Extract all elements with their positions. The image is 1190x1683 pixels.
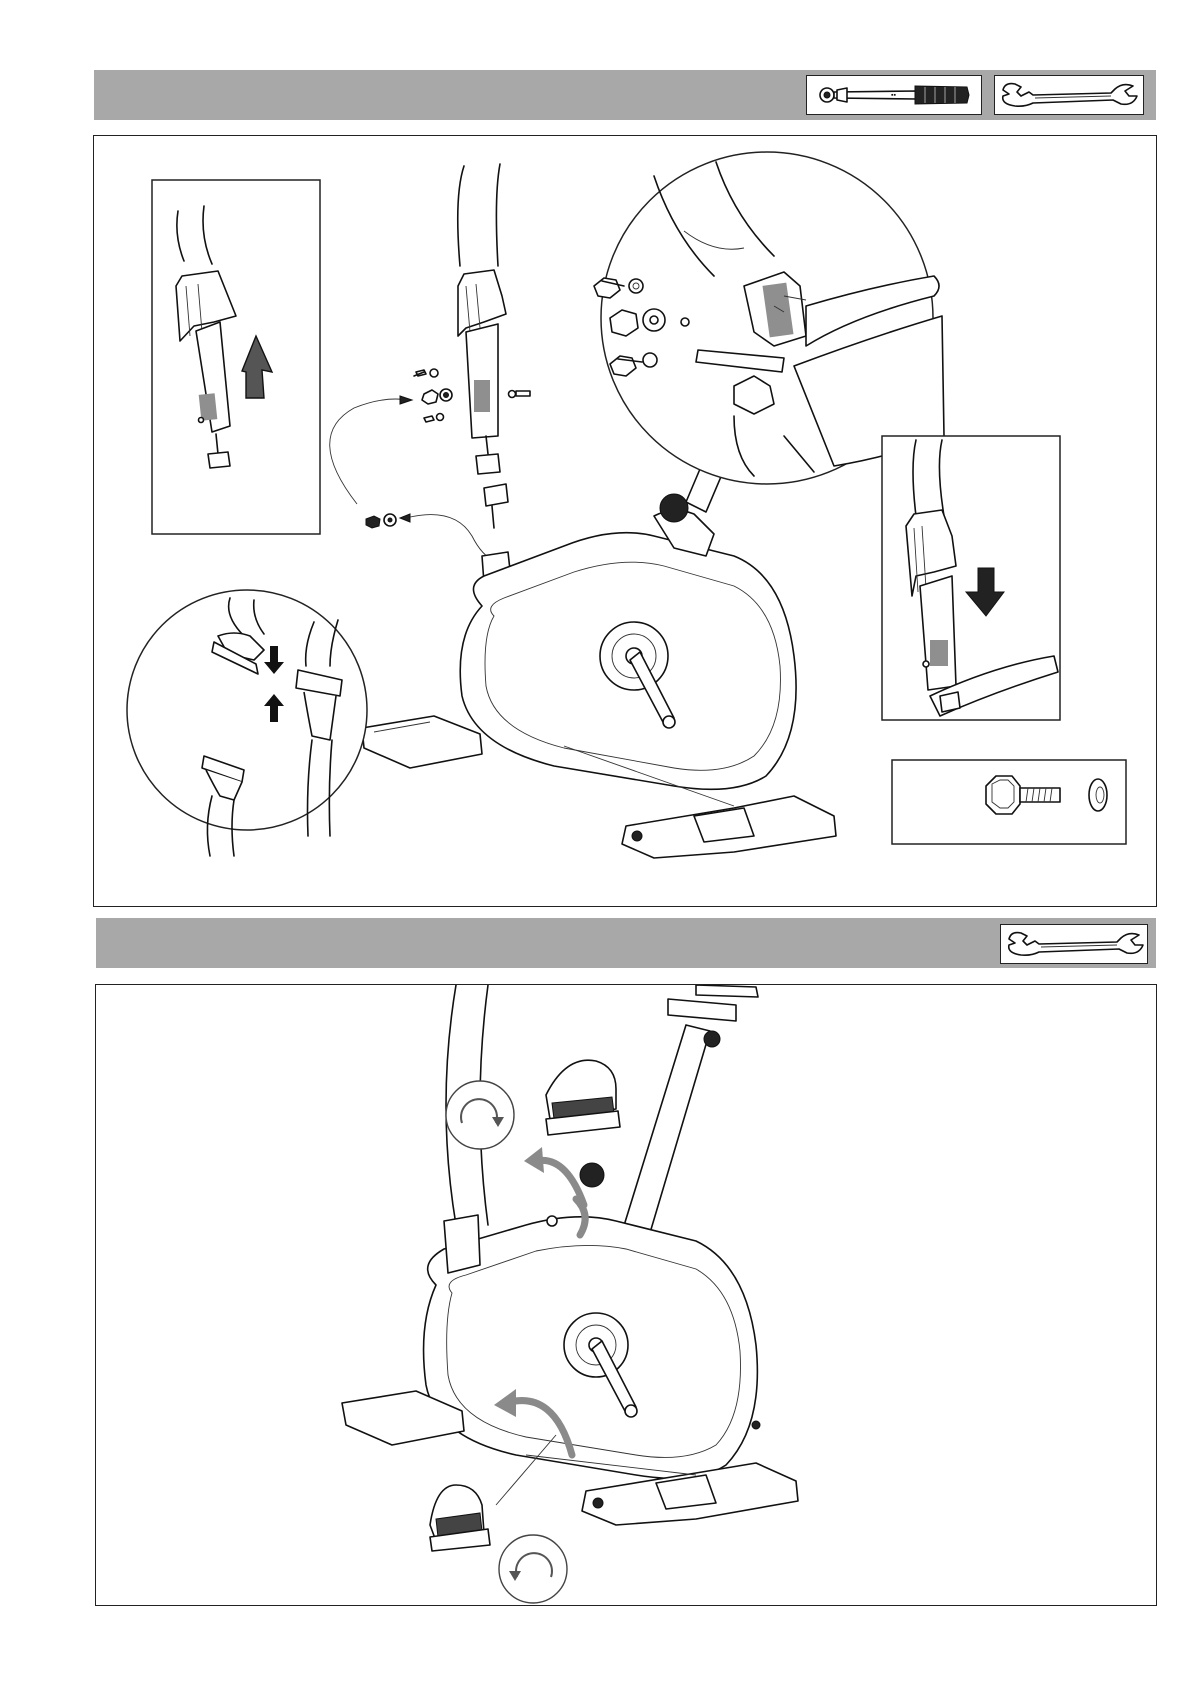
cable-connector-detail [127,590,367,856]
allen-key-tool-box: ▪▪ [806,75,982,115]
step-a-illustration [94,136,1156,906]
wrench-tool-box-a [994,75,1144,115]
tube-lower-detail [882,436,1060,720]
bolt-zoom-detail [594,152,944,484]
wrench-tool-box-b [1000,924,1148,964]
clockwise-rotation-icon [446,1081,514,1149]
right-pedal-rotation [446,1060,620,1235]
allen-key-icon: ▪▪ [807,76,981,114]
hardware-legend [892,760,1126,844]
counter-clockwise-rotation-icon [499,1535,567,1603]
tube-raise-detail [152,180,320,534]
open-end-wrench-icon [995,76,1143,114]
step-a-illustration-frame [93,135,1157,907]
step-b-header-bar [96,918,1156,968]
washer-icon [1089,779,1107,811]
step-b-illustration-frame [95,984,1157,1606]
open-end-wrench-icon [1001,925,1147,963]
svg-text:▪▪: ▪▪ [891,92,896,99]
step-b-illustration [96,985,1156,1605]
